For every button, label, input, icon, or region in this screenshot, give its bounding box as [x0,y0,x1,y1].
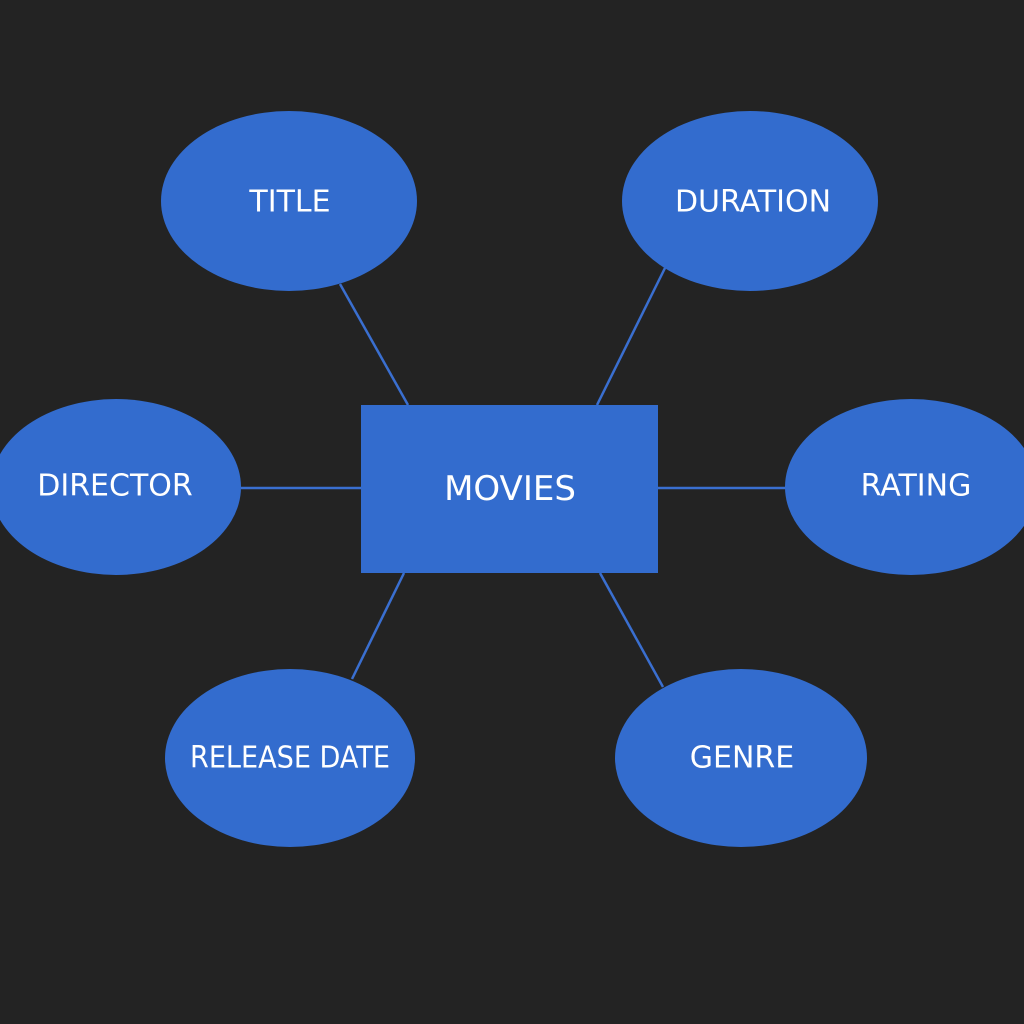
attribute-ellipse [615,669,867,847]
attribute-ellipse [785,399,1024,575]
attribute-director[interactable]: DIRECTOR [0,399,241,575]
connector-genre [598,572,665,688]
attribute-ellipse [165,669,415,847]
connector-release-date [350,572,406,680]
entity-label: MOVIES [444,469,576,509]
attribute-duration[interactable]: DURATION [622,111,878,291]
attribute-ellipse [161,111,417,291]
connector-title [338,283,410,406]
attribute-rating[interactable]: RATING [785,399,1024,575]
attribute-label: GENRE [690,741,794,776]
entity-box [361,405,658,573]
attribute-label: RELEASE DATE [190,741,390,776]
attribute-genre[interactable]: GENRE [615,669,867,847]
attribute-label: DURATION [675,185,831,220]
attribute-label: DIRECTOR [37,469,192,504]
attribute-release-date[interactable]: RELEASE DATE [165,669,415,847]
attribute-title[interactable]: TITLE [161,111,417,291]
connectors [241,267,786,688]
connector-duration [595,267,667,406]
attribute-label: RATING [861,469,972,504]
attribute-label: TITLE [248,185,330,220]
attribute-ellipse [0,399,241,575]
entity-movies[interactable]: MOVIES [361,405,658,573]
attribute-ellipse [622,111,878,291]
